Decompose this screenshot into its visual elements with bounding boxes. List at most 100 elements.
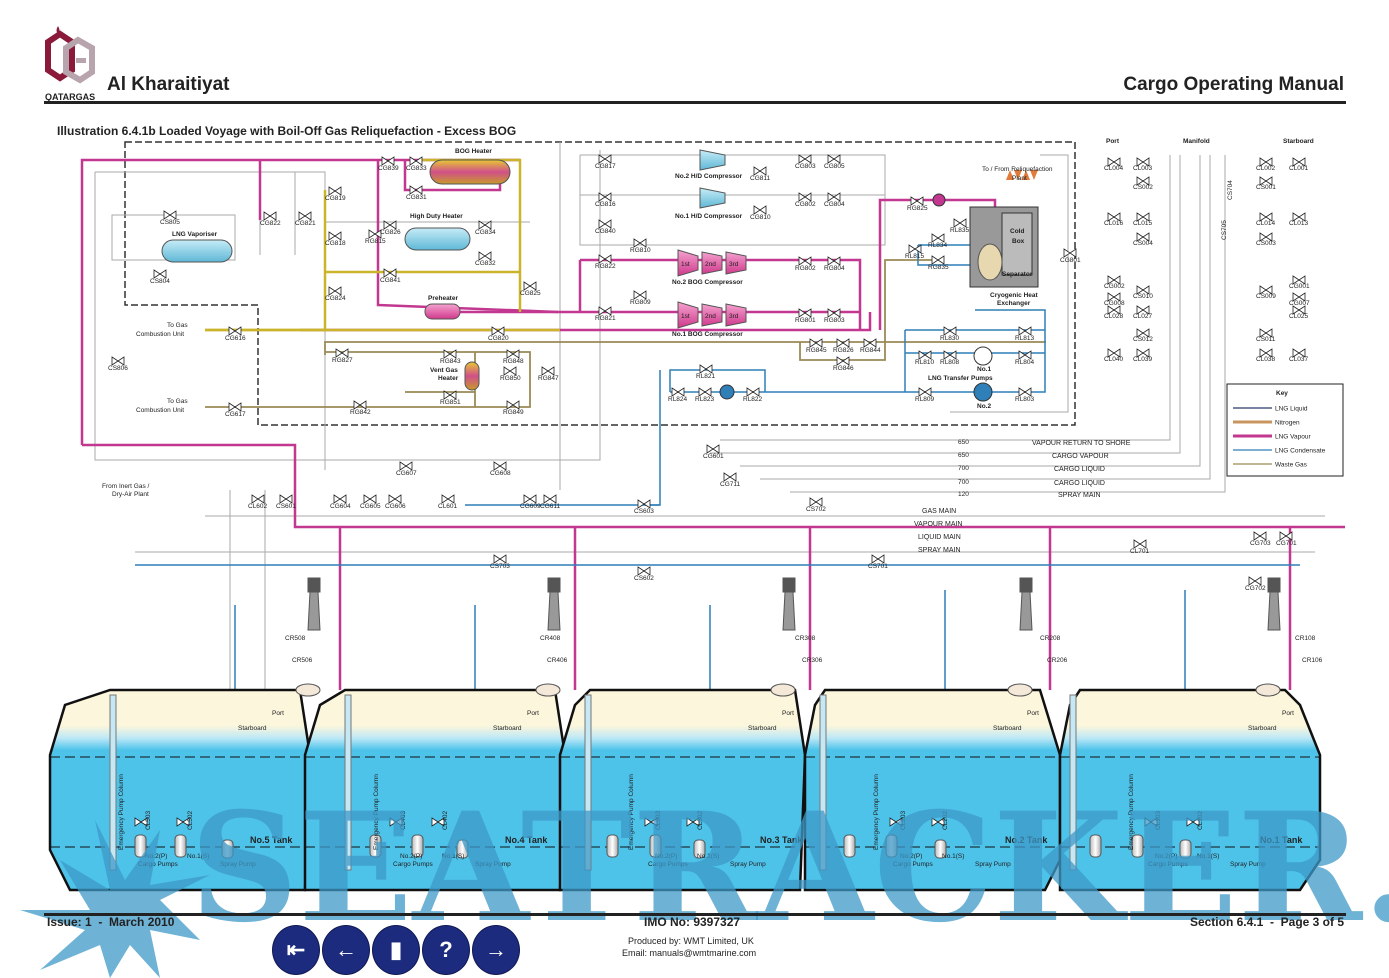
tank-3-pump-s-valve-icon[interactable]	[686, 817, 700, 827]
cg831-valve-icon[interactable]	[409, 185, 423, 195]
rl835-valve-icon[interactable]	[953, 218, 967, 228]
rl808-valve-icon[interactable]	[943, 350, 957, 360]
cg833-valve-icon[interactable]	[409, 156, 423, 166]
cg841-valve-icon[interactable]	[383, 268, 397, 278]
cg604-valve-icon[interactable]	[333, 494, 347, 504]
cg820-valve-icon[interactable]	[491, 326, 505, 336]
cs009-valve-icon[interactable]	[1259, 285, 1273, 295]
cl701-valve-icon[interactable]	[1133, 539, 1147, 549]
cl015-valve-icon[interactable]	[1136, 212, 1150, 222]
cg804-valve-icon[interactable]	[827, 192, 841, 202]
cs805-valve-icon[interactable]	[163, 210, 177, 220]
cs002-valve-icon[interactable]	[1136, 176, 1150, 186]
cg805-valve-icon[interactable]	[827, 154, 841, 164]
cs703-valve-icon[interactable]	[493, 554, 507, 564]
rl821-valve-icon[interactable]	[699, 364, 713, 374]
rl823-valve-icon[interactable]	[698, 387, 712, 397]
rg804-valve-icon[interactable]	[827, 256, 841, 266]
rg803-valve-icon[interactable]	[827, 308, 841, 318]
cg609-valve-icon[interactable]	[523, 494, 537, 504]
cg817-valve-icon[interactable]	[598, 154, 612, 164]
tank-3-pump-p-valve-icon[interactable]	[644, 817, 658, 827]
cs012-valve-icon[interactable]	[1136, 328, 1150, 338]
cg703-valve-icon[interactable]	[1253, 531, 1267, 541]
cl040-valve-icon[interactable]	[1107, 348, 1121, 358]
rl810-valve-icon[interactable]	[918, 350, 932, 360]
cg616-valve-icon[interactable]	[228, 326, 242, 336]
rg825-valve-icon[interactable]	[910, 196, 924, 206]
cs602-valve-icon[interactable]	[637, 566, 651, 576]
cs603-valve-icon[interactable]	[637, 499, 651, 509]
cg601-valve-icon[interactable]	[706, 444, 720, 454]
cg007-valve-icon[interactable]	[1292, 292, 1306, 302]
cs010-valve-icon[interactable]	[1136, 285, 1150, 295]
cl037-valve-icon[interactable]	[1292, 348, 1306, 358]
cg611-valve-icon[interactable]	[543, 494, 557, 504]
cg702-valve-icon[interactable]	[1248, 576, 1262, 586]
rg822-valve-icon[interactable]	[598, 254, 612, 264]
rg809-valve-icon[interactable]	[633, 290, 647, 300]
cs004-valve-icon[interactable]	[1136, 232, 1150, 242]
next-page-button[interactable]: →	[472, 925, 520, 975]
cs702-valve-icon[interactable]	[809, 497, 823, 507]
cl601-valve-icon[interactable]	[441, 494, 455, 504]
cg606-valve-icon[interactable]	[388, 494, 402, 504]
cg801-valve-icon[interactable]	[1063, 248, 1077, 258]
rg835-valve-icon[interactable]	[931, 255, 945, 265]
cl013-valve-icon[interactable]	[1292, 212, 1306, 222]
tank-4-pump-p-valve-icon[interactable]	[389, 817, 403, 827]
rg848-valve-icon[interactable]	[506, 349, 520, 359]
cg818-valve-icon[interactable]	[328, 231, 342, 241]
rl804-valve-icon[interactable]	[1018, 350, 1032, 360]
rg851-valve-icon[interactable]	[443, 390, 457, 400]
cl014-valve-icon[interactable]	[1259, 212, 1273, 222]
cl025-valve-icon[interactable]	[1292, 305, 1306, 315]
tank-1-pump-p-valve-icon[interactable]	[1144, 817, 1158, 827]
rl809-valve-icon[interactable]	[918, 387, 932, 397]
cg819-valve-icon[interactable]	[328, 186, 342, 196]
cg802-valve-icon[interactable]	[798, 192, 812, 202]
cl001-valve-icon[interactable]	[1292, 157, 1306, 167]
rl813-valve-icon[interactable]	[1018, 326, 1032, 336]
rg815-valve-icon[interactable]	[368, 229, 382, 239]
help-button[interactable]: ?	[422, 925, 470, 975]
cl027-valve-icon[interactable]	[1136, 305, 1150, 315]
rg843-valve-icon[interactable]	[443, 349, 457, 359]
cg607-valve-icon[interactable]	[399, 461, 413, 471]
rl824-valve-icon[interactable]	[671, 387, 685, 397]
first-page-button[interactable]: ⇤	[272, 925, 320, 975]
cg834-valve-icon[interactable]	[478, 220, 492, 230]
rg826-valve-icon[interactable]	[836, 338, 850, 348]
rg849-valve-icon[interactable]	[506, 400, 520, 410]
tank-2-pump-p-valve-icon[interactable]	[889, 817, 903, 827]
rg846-valve-icon[interactable]	[836, 356, 850, 366]
rg810-valve-icon[interactable]	[633, 238, 647, 248]
cg711-valve-icon[interactable]	[723, 472, 737, 482]
cg701-valve-icon[interactable]	[1279, 531, 1293, 541]
cg832-valve-icon[interactable]	[478, 251, 492, 261]
cl002-valve-icon[interactable]	[1259, 157, 1273, 167]
cl004-valve-icon[interactable]	[1107, 157, 1121, 167]
cl028-valve-icon[interactable]	[1107, 305, 1121, 315]
cg605-valve-icon[interactable]	[363, 494, 377, 504]
cl038-valve-icon[interactable]	[1259, 348, 1273, 358]
tank-4-pump-s-valve-icon[interactable]	[431, 817, 445, 827]
cg825-valve-icon[interactable]	[523, 281, 537, 291]
cs601-valve-icon[interactable]	[279, 494, 293, 504]
cl039-valve-icon[interactable]	[1136, 348, 1150, 358]
cg824-valve-icon[interactable]	[328, 286, 342, 296]
rl834-valve-icon[interactable]	[931, 233, 945, 243]
cs011-valve-icon[interactable]	[1259, 328, 1273, 338]
cg810-valve-icon[interactable]	[753, 205, 767, 215]
cs701-valve-icon[interactable]	[871, 554, 885, 564]
cg803-valve-icon[interactable]	[798, 154, 812, 164]
cl016-valve-icon[interactable]	[1107, 212, 1121, 222]
rg850-valve-icon[interactable]	[503, 366, 517, 376]
cg826-valve-icon[interactable]	[383, 220, 397, 230]
cs806-valve-icon[interactable]	[111, 356, 125, 366]
cg822-valve-icon[interactable]	[263, 211, 277, 221]
rl803-valve-icon[interactable]	[1018, 387, 1032, 397]
cs804-valve-icon[interactable]	[153, 269, 167, 279]
rg801-valve-icon[interactable]	[798, 308, 812, 318]
rl822-valve-icon[interactable]	[746, 387, 760, 397]
